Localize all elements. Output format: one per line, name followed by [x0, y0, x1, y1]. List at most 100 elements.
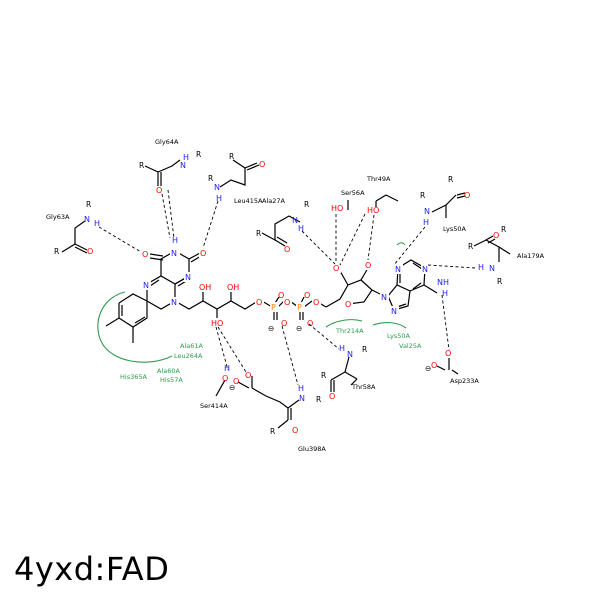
svg-text:H: H — [423, 218, 429, 227]
svg-text:⊖: ⊖ — [229, 383, 235, 392]
svg-text:R: R — [501, 225, 506, 234]
residue-label-lys50a: Lys50A — [443, 225, 467, 233]
atom-o-ester: O — [313, 298, 319, 307]
atom-n-9: N — [381, 293, 387, 302]
svg-text:H: H — [224, 364, 230, 373]
atom-h-n3: H — [172, 236, 178, 245]
svg-text:R: R — [208, 174, 213, 183]
hydrophobic-label-his365a: His365A — [120, 373, 147, 381]
hydrophobic-label-leu264a: Leu264A — [174, 352, 203, 360]
residue-gly63a: R O N H R Gly63A — [46, 200, 100, 256]
svg-text:R: R — [196, 150, 201, 159]
fad-atoms: O N O N N N H OH OH HO O P P O O O O O O… — [141, 236, 450, 333]
residue-label-ala27a: Ala27A — [262, 197, 286, 205]
svg-text:O: O — [259, 160, 265, 169]
atom-n-n1: N — [185, 273, 191, 282]
svg-text:R: R — [54, 247, 59, 256]
residue-leu415a: R O N H R Leu415A — [208, 152, 265, 205]
svg-text:N: N — [84, 215, 90, 224]
svg-text:⊖: ⊖ — [425, 364, 431, 373]
atom-p-b: P — [297, 303, 302, 312]
svg-text:R: R — [316, 395, 321, 404]
residue-label-ala179a: Ala179A — [517, 252, 545, 260]
residue-ser56a: HO Ser56A — [331, 189, 365, 213]
atom-oh-3: HO — [211, 319, 223, 328]
atom-n-n3: N — [171, 249, 177, 258]
svg-text:O: O — [493, 231, 499, 240]
svg-text:H: H — [94, 219, 100, 228]
residue-label-asp233a: Asp233A — [450, 377, 479, 385]
svg-text:N: N — [292, 216, 298, 225]
svg-text:O: O — [233, 377, 239, 386]
residue-label-thr49a: Thr49A — [366, 175, 391, 183]
atom-o-ribose-2: O — [333, 264, 339, 273]
atom-h-6: H — [442, 289, 448, 298]
svg-text:N: N — [347, 350, 353, 359]
atom-o-c2: O — [200, 249, 206, 258]
hydrophobic-label-ala60a: Ala60A — [157, 367, 181, 375]
svg-text:R: R — [362, 345, 367, 354]
svg-text:H: H — [478, 263, 484, 272]
svg-text:O: O — [329, 392, 335, 401]
residue-lys50a: R O R N H Lys50A — [420, 175, 470, 233]
atom-o-c4: O — [142, 250, 148, 259]
svg-text:HO: HO — [367, 206, 379, 215]
residue-label-ser56a: Ser56A — [341, 189, 365, 197]
svg-text:H: H — [183, 153, 189, 162]
svg-text:R: R — [270, 427, 275, 436]
charge-pa: ⊖ — [268, 324, 274, 333]
hydrophobic-label-his57a: His57A — [160, 376, 183, 384]
atom-o-pb-top: O — [304, 291, 310, 300]
svg-text:O: O — [445, 349, 451, 358]
svg-text:O: O — [464, 191, 470, 200]
svg-text:R: R — [229, 152, 234, 161]
hydrogen-bonds — [98, 189, 476, 386]
hydrophobic-contacts: Ala61A Leu264A His365A Ala60A His57A Thr… — [97, 242, 422, 384]
residue-thr58a: R O N H R Thr58A — [321, 344, 376, 401]
atom-n-1: N — [422, 265, 428, 274]
svg-text:R: R — [468, 242, 473, 251]
hydrophobic-label-ala61a: Ala61A — [180, 342, 204, 350]
atom-o-pb-bottom: O — [307, 319, 313, 328]
residue-label-glu398a: Glu398A — [298, 445, 326, 453]
svg-text:R: R — [321, 371, 326, 380]
atom-nh2-6: NH — [437, 278, 449, 287]
svg-text:R: R — [497, 277, 502, 286]
svg-text:H: H — [298, 384, 304, 393]
svg-text:H: H — [298, 224, 304, 233]
residue-gly64a: R N H R O Gly64A — [139, 138, 201, 195]
hydrophobic-label-lys50a: Lys50A — [387, 332, 411, 340]
residue-label-leu415a: Leu415A — [234, 197, 263, 205]
atom-o-bridge: O — [284, 298, 290, 307]
residue-asp233a: O O ⊖ Asp233A — [425, 349, 479, 385]
atom-n-n10: N — [171, 298, 177, 307]
residue-ala179a: R O R H N R Ala179A — [468, 225, 545, 286]
svg-text:O: O — [431, 361, 437, 370]
svg-text:O: O — [156, 186, 162, 195]
residue-label-thr58a: Thr58A — [351, 383, 376, 391]
svg-text:N: N — [299, 394, 305, 403]
charge-pb: ⊖ — [296, 324, 302, 333]
residue-label-ser414a: Ser414A — [200, 402, 228, 410]
svg-text:O: O — [284, 245, 290, 254]
atom-o-5: O — [256, 298, 262, 307]
svg-text:R: R — [448, 175, 453, 184]
ligand-title: 4yxd:FAD — [14, 550, 170, 588]
svg-text:N: N — [214, 183, 220, 192]
svg-text:N: N — [424, 207, 430, 216]
atom-o-ribose-3: O — [365, 261, 371, 270]
residue-ser414a: O H Ser414A — [200, 364, 230, 410]
svg-text:R: R — [304, 200, 309, 209]
svg-text:N: N — [489, 264, 495, 273]
svg-text:O: O — [222, 374, 228, 383]
atom-oh-2: OH — [199, 283, 211, 292]
residue-thr49a: HO Thr49A — [366, 175, 399, 215]
svg-text:O: O — [245, 371, 251, 380]
svg-text:H: H — [216, 194, 222, 203]
hydrophobic-label-val25a: Val25A — [399, 342, 422, 350]
residue-label-gly64a: Gly64A — [155, 138, 179, 146]
atom-o-pa-bottom: O — [281, 319, 287, 328]
atom-p-a: P — [271, 303, 276, 312]
atom-o-pa-top: O — [278, 291, 284, 300]
